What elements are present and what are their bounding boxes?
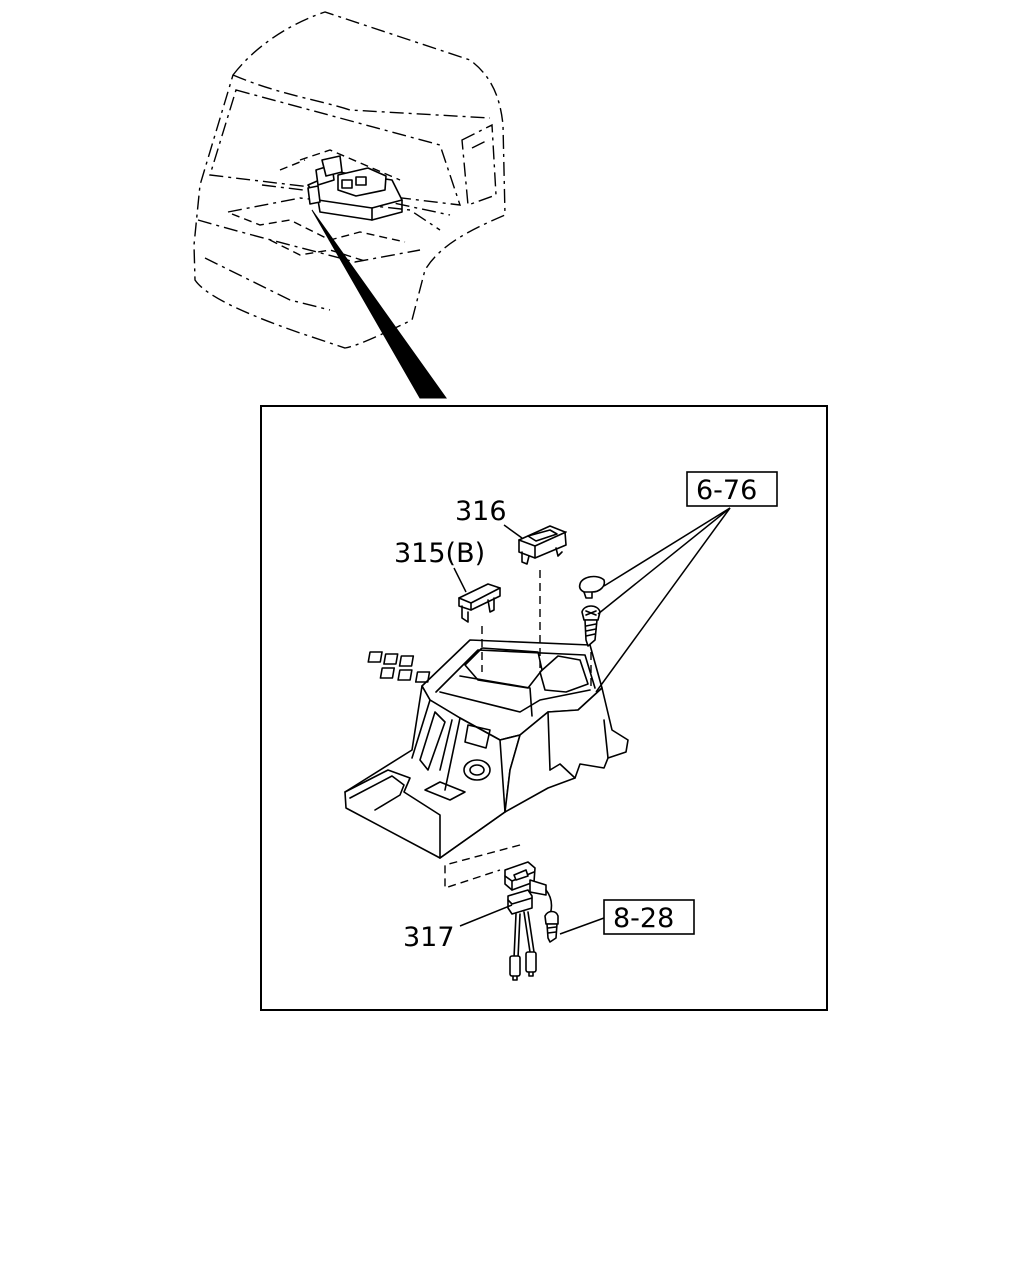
- ref-label-6-76: 6-76: [696, 475, 757, 506]
- callout-317: 317: [403, 922, 455, 953]
- ref-box-8-28[interactable]: 8-28: [603, 899, 695, 935]
- ref-8-28-bolt: [544, 910, 559, 943]
- part-317-harness: [504, 861, 553, 981]
- detail-frame: [260, 405, 828, 1011]
- ref-6-76-screw: [581, 605, 601, 647]
- part-315b-blank-cap: [458, 583, 501, 623]
- callout-316: 316: [455, 496, 507, 527]
- cab-console-highlight: [307, 155, 403, 221]
- callout-315b: 315(B): [394, 538, 485, 569]
- console-assembly: [344, 639, 629, 859]
- cab-overview-illustration: [193, 11, 506, 399]
- ref-label-8-28: 8-28: [613, 903, 674, 934]
- detail-pointer: [311, 209, 447, 399]
- ref-box-6-76[interactable]: 6-76: [686, 471, 778, 507]
- part-316-switch: [518, 525, 567, 565]
- leader-lines: [453, 507, 731, 935]
- ref-6-76-clip: [578, 575, 606, 599]
